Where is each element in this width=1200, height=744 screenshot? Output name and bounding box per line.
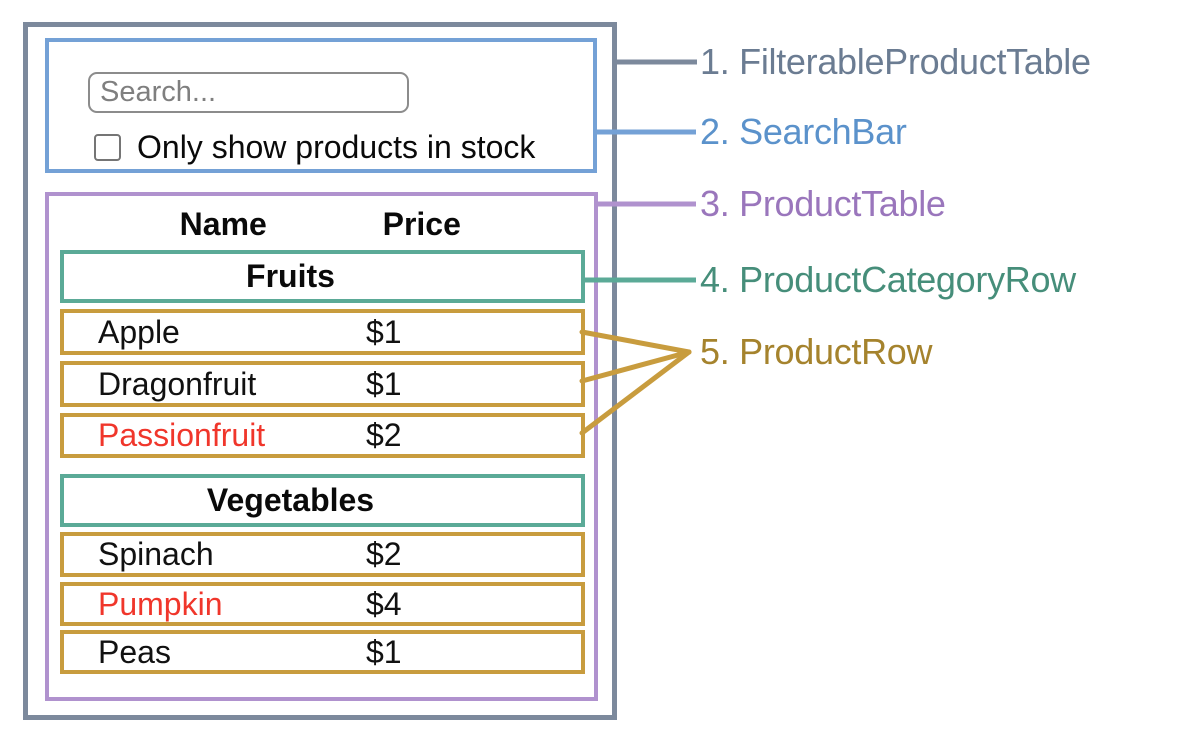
- legend-product-category-row: 4. ProductCategoryRow: [700, 259, 1076, 300]
- product-price: $1: [366, 365, 402, 402]
- category-label: Fruits: [246, 258, 335, 294]
- product-row-apple: Apple $1: [60, 309, 585, 355]
- product-row-spinach: Spinach $2: [60, 532, 585, 577]
- stock-filter-row: Only show products in stock: [94, 129, 535, 165]
- product-row-passionfruit: Passionfruit $2: [60, 413, 585, 458]
- search-input[interactable]: [88, 72, 409, 113]
- product-name: Dragonfruit: [98, 365, 257, 402]
- product-price: $1: [366, 313, 402, 350]
- product-row-dragonfruit: Dragonfruit $1: [60, 361, 585, 407]
- product-name: Apple: [98, 313, 180, 350]
- product-row-peas: Peas $1: [60, 630, 585, 674]
- category-label: Vegetables: [206, 482, 375, 518]
- legend-filterable-product-table: 1. FilterableProductTable: [700, 41, 1091, 82]
- product-price: $2: [366, 536, 402, 572]
- in-stock-label: Only show products in stock: [137, 128, 536, 165]
- product-price: $1: [366, 633, 402, 670]
- category-row-fruits: Fruits: [60, 250, 585, 303]
- product-name: Passionfruit: [98, 417, 266, 453]
- legend-product-table: 3. ProductTable: [700, 183, 946, 224]
- product-row-pumpkin: Pumpkin $4: [60, 582, 585, 626]
- product-price: $4: [366, 585, 402, 622]
- product-name: Spinach: [98, 536, 214, 572]
- category-row-vegetables: Vegetables: [60, 474, 585, 527]
- price-column-header: Price: [382, 205, 461, 242]
- in-stock-checkbox[interactable]: [94, 133, 121, 161]
- table-header: Name Price: [64, 201, 581, 247]
- legend-search-bar: 2. SearchBar: [700, 111, 907, 152]
- name-column-header: Name: [179, 205, 267, 242]
- product-name: Peas: [98, 633, 171, 670]
- product-price: $2: [366, 417, 402, 453]
- product-name: Pumpkin: [98, 585, 223, 622]
- legend-product-row: 5. ProductRow: [700, 331, 933, 372]
